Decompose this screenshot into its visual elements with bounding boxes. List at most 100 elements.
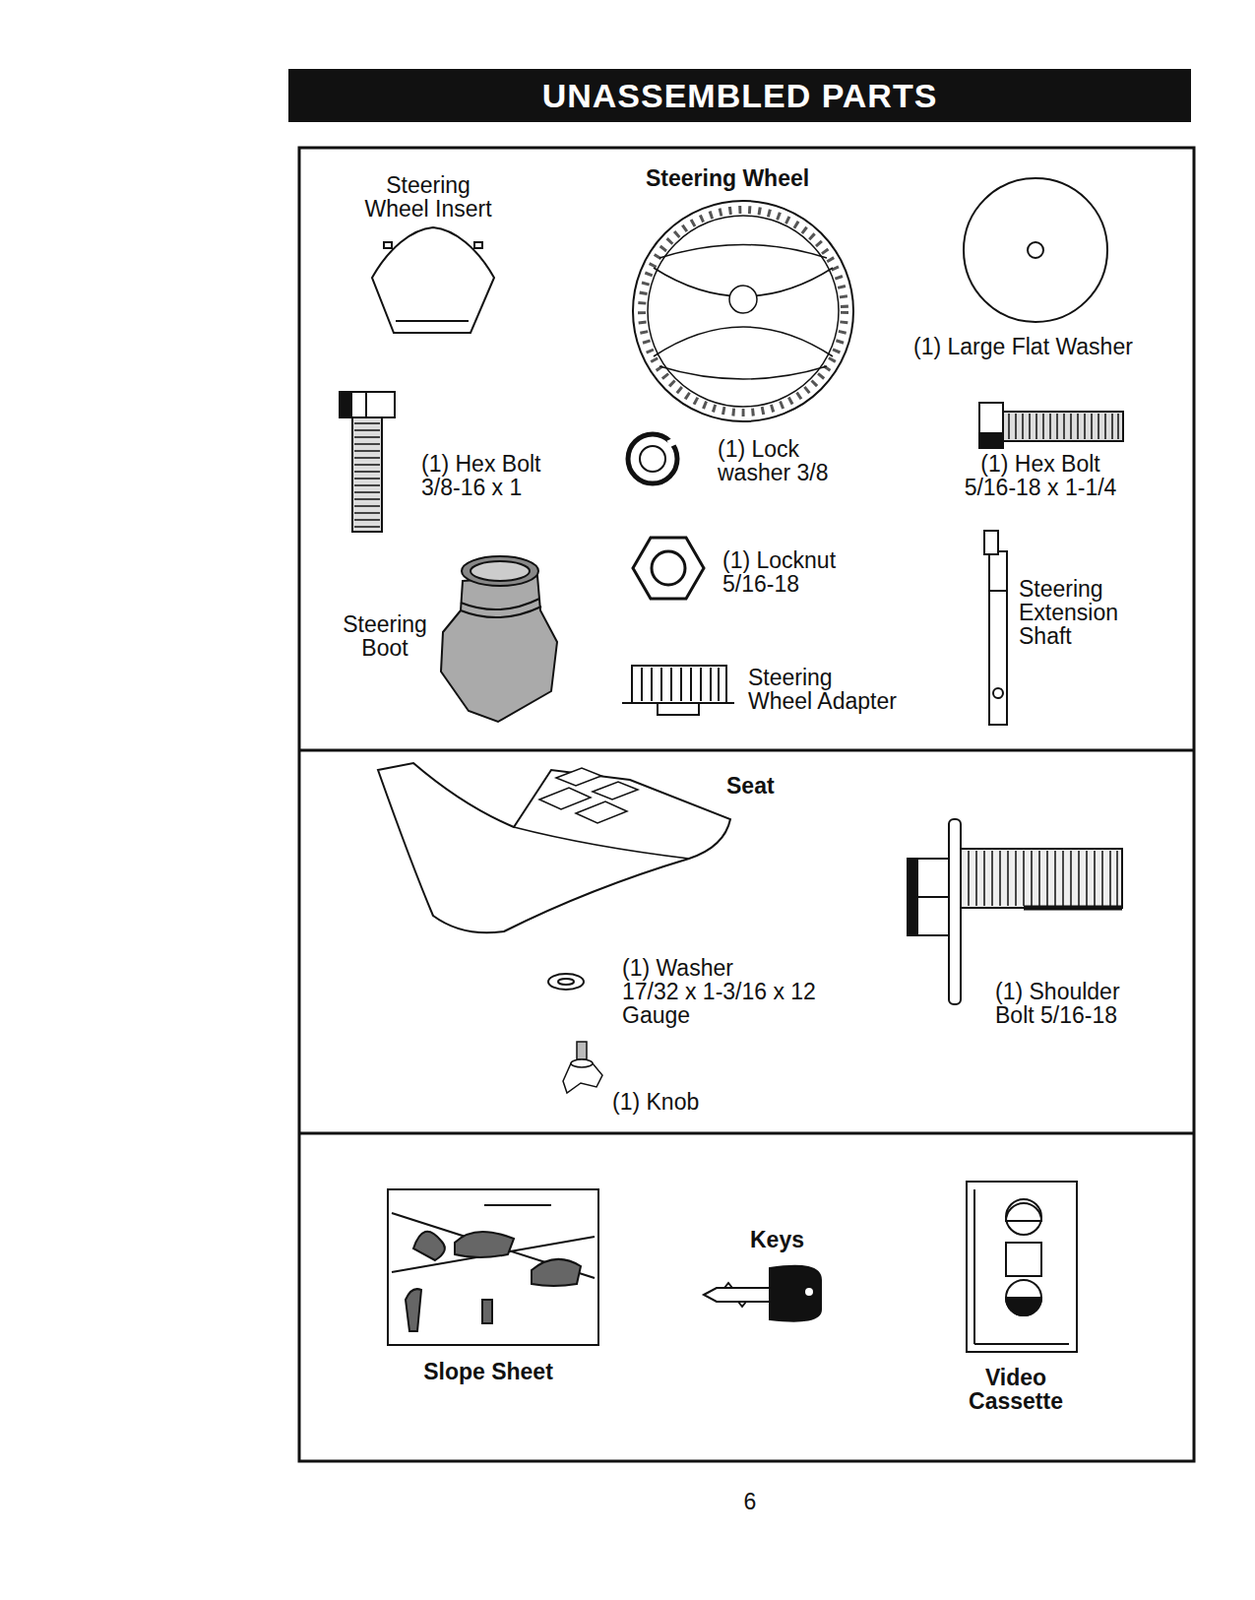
steering-wheel [632,200,854,422]
page-number: 6 [700,1489,800,1513]
key [769,1265,821,1321]
steering-wheel-insert [372,227,495,333]
panel-frame [299,147,1194,1461]
steering-wheel-insert [372,227,495,333]
knob [563,1041,603,1093]
steering-wheel [659,245,827,259]
seat [377,762,731,933]
steering-boot [460,598,540,610]
steering-wheel-adapter [631,665,727,703]
panel-frame [299,147,1194,1461]
video-cassette [966,1181,1077,1352]
steering-wheel-insert [474,242,483,249]
title-band: UNASSEMBLED PARTS [288,68,1192,123]
part-label: Steering Wheel Insert [359,173,498,221]
video-cassette [966,1181,1077,1352]
hex-bolt-horizontal [1008,413,1119,440]
hex-bolt-horizontal [979,402,1004,448]
part-label: (1) Large Flat Washer [913,334,1133,359]
part-label: (1) Knob [612,1089,699,1114]
part-label: Video Cassette [937,1365,1095,1413]
part-label: (1) Lock washer 3/8 [717,437,846,485]
part-label: Steering Wheel [645,166,810,190]
hex-bolt-vertical [339,391,352,418]
steering-boot [440,556,558,722]
steering-extension-shaft [993,688,1004,698]
steering-wheel [653,326,833,357]
steering-wheel-adapter [622,665,735,715]
part-label: (1) Shoulder Bolt 5/16-18 [995,979,1133,1027]
knob [570,1059,593,1067]
part-label: Keys [750,1227,805,1252]
hex-bolt-vertical [365,391,368,418]
steering-wheel-insert [395,319,469,322]
lock-washer [639,445,666,472]
large-flat-washer [1027,242,1044,258]
video-cassette [1005,1202,1042,1221]
part-label: Slope Sheet [389,1359,587,1383]
steering-boot [460,606,542,618]
hex-bolt-horizontal [979,402,1124,448]
hex-bolt-horizontal [979,433,1004,448]
shoulder-bolt [907,895,949,898]
video-cassette [973,1189,976,1344]
steering-wheel-insert [383,242,392,249]
shoulder-bolt [960,848,1123,908]
slope-sheet [484,1203,552,1206]
part-label: (1) Washer 17/32 x 1-3/16 x 12 Gauge [622,955,819,1027]
part-label: Steering Extension Shaft [1018,576,1137,648]
hex-bolt-vertical [352,417,382,532]
part-label: (1) Hex Bolt 5/16-18 x 1-1/4 [951,451,1130,500]
shoulder-bolt [907,858,949,936]
key [804,1286,815,1297]
part-label: (1) Locknut 5/16-18 [722,548,851,596]
shoulder-bolt [948,818,961,1004]
part-label: Seat [726,773,775,798]
small-washer [558,978,574,985]
seat [539,767,638,823]
steering-wheel [647,215,839,407]
large-flat-washer [963,178,1108,322]
locknut [632,537,704,599]
lock-washer [627,434,684,484]
steering-extension-shaft [984,530,1007,725]
video-cassette [974,1342,1069,1345]
steering-wheel-adapter [641,667,719,701]
panel-frame [299,1131,1194,1135]
wrap-notch [789,955,819,957]
steering-extension-shaft [984,530,999,555]
panel-frame [299,749,1194,753]
steering-wheel [659,366,827,379]
part-label: Steering Wheel Adapter [748,665,901,713]
seat [513,826,690,859]
shoulder-bolt [907,818,1123,1004]
hex-bolt-vertical [354,423,380,527]
hex-bolt-vertical [339,391,395,418]
steering-wheel [632,200,854,422]
video-cassette [1005,1279,1042,1316]
slope-sheet [405,1288,493,1331]
steering-boot [470,561,530,581]
small-washer [548,973,584,990]
locknut [651,551,686,585]
lock-washer [668,437,684,444]
key [703,1265,821,1321]
small-washer [548,973,584,990]
slope-sheet [387,1189,599,1345]
video-cassette [1005,1242,1042,1276]
steering-extension-shaft [989,589,1007,592]
locknut [632,537,704,599]
hex-bolt-horizontal [1003,411,1124,441]
video-cassette [1005,1297,1042,1316]
knob [576,1041,587,1060]
seat [377,762,731,933]
steering-wheel-adapter [657,702,699,715]
slope-sheet [413,1231,581,1286]
slope-sheet [387,1189,599,1345]
key [703,1282,770,1307]
steering-wheel [641,209,845,413]
video-cassette [1005,1198,1042,1235]
part-label: Steering Boot [330,612,440,660]
shoulder-bolt [968,850,1118,906]
